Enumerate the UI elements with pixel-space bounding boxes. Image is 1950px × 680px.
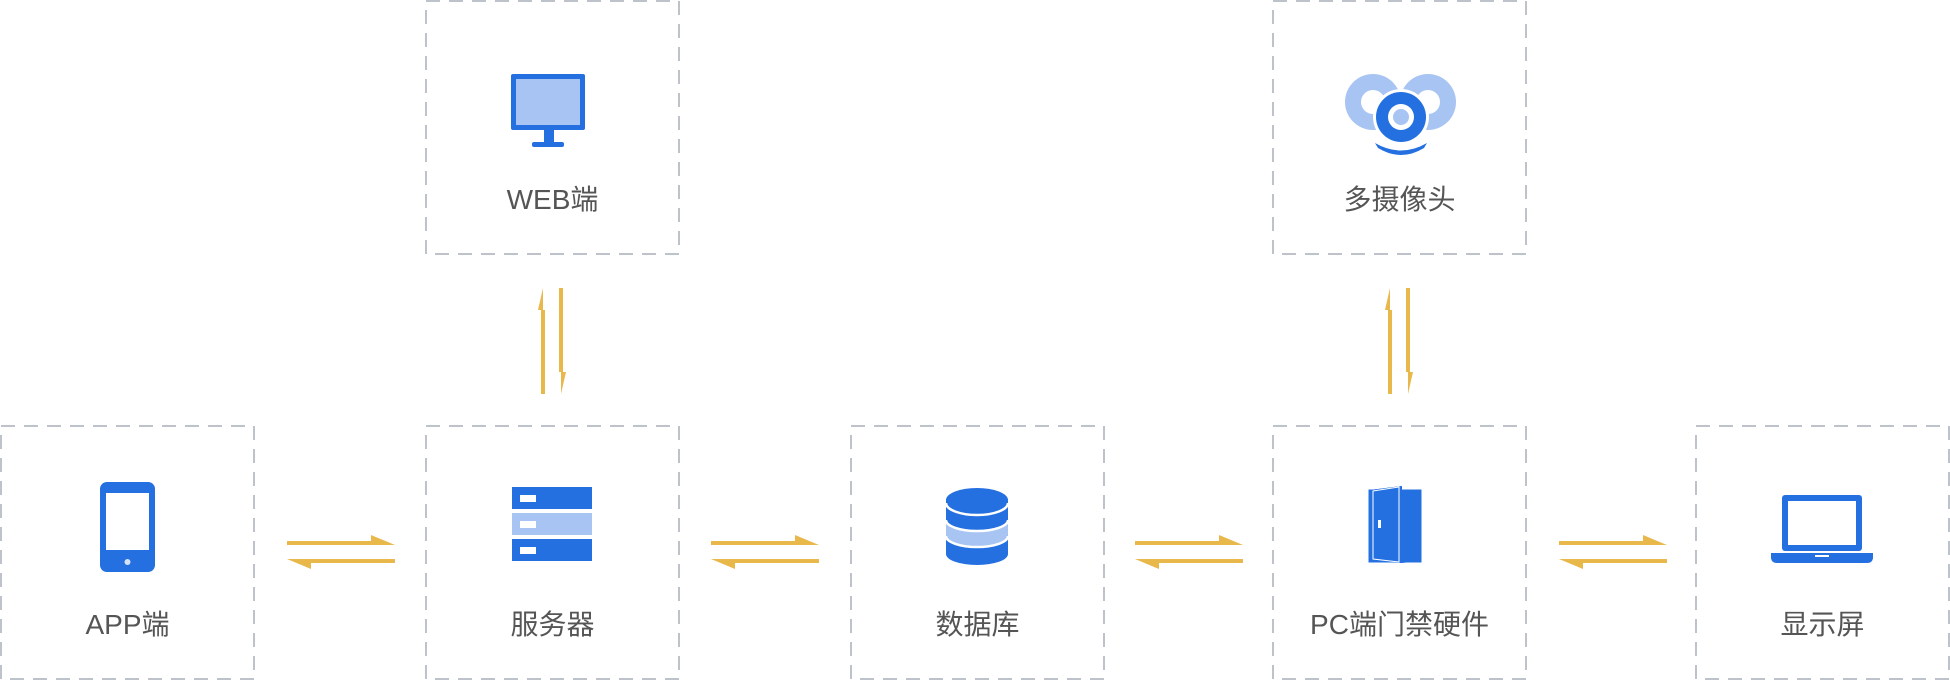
node-server: 服务器: [425, 425, 680, 680]
node-label: WEB端: [506, 184, 599, 215]
bidirectional-arrow-web-server: [538, 288, 566, 394]
node-label: 数据库: [935, 609, 1020, 640]
node-frame: [425, 425, 680, 680]
laptop-icon: [1771, 495, 1873, 563]
bidirectional-arrow-pc-display: [1559, 535, 1667, 569]
node-label: 多摄像头: [1343, 184, 1456, 215]
node-frame: [0, 425, 255, 680]
node-camera: 多摄像头: [1272, 0, 1527, 255]
node-label: 服务器: [510, 609, 595, 640]
database-icon: [944, 488, 1010, 565]
node-label: APP端: [85, 609, 170, 640]
node-database: 数据库: [850, 425, 1105, 680]
node-pc: PC端门禁硬件: [1272, 425, 1527, 680]
node-frame: [1272, 0, 1527, 255]
phone-icon: [100, 482, 155, 572]
node-display: 显示屏: [1695, 425, 1950, 680]
node-frame: [850, 425, 1105, 680]
bidirectional-arrow-camera-pc: [1385, 288, 1413, 394]
node-label: PC端门禁硬件: [1310, 609, 1489, 640]
node-frame: [1695, 425, 1950, 680]
node-app: APP端: [0, 425, 255, 680]
door-icon: [1368, 486, 1422, 563]
node-web: WEB端: [425, 0, 680, 255]
bidirectional-arrow-database-pc: [1135, 535, 1243, 569]
node-frame: [425, 0, 680, 255]
bidirectional-arrow-app-server: [287, 535, 395, 569]
node-label: 显示屏: [1780, 609, 1865, 640]
monitor-icon: [511, 74, 585, 147]
node-frame: [1272, 425, 1527, 680]
camera-icon: [1345, 74, 1456, 155]
server-icon: [512, 487, 592, 561]
bidirectional-arrow-server-database: [711, 535, 819, 569]
